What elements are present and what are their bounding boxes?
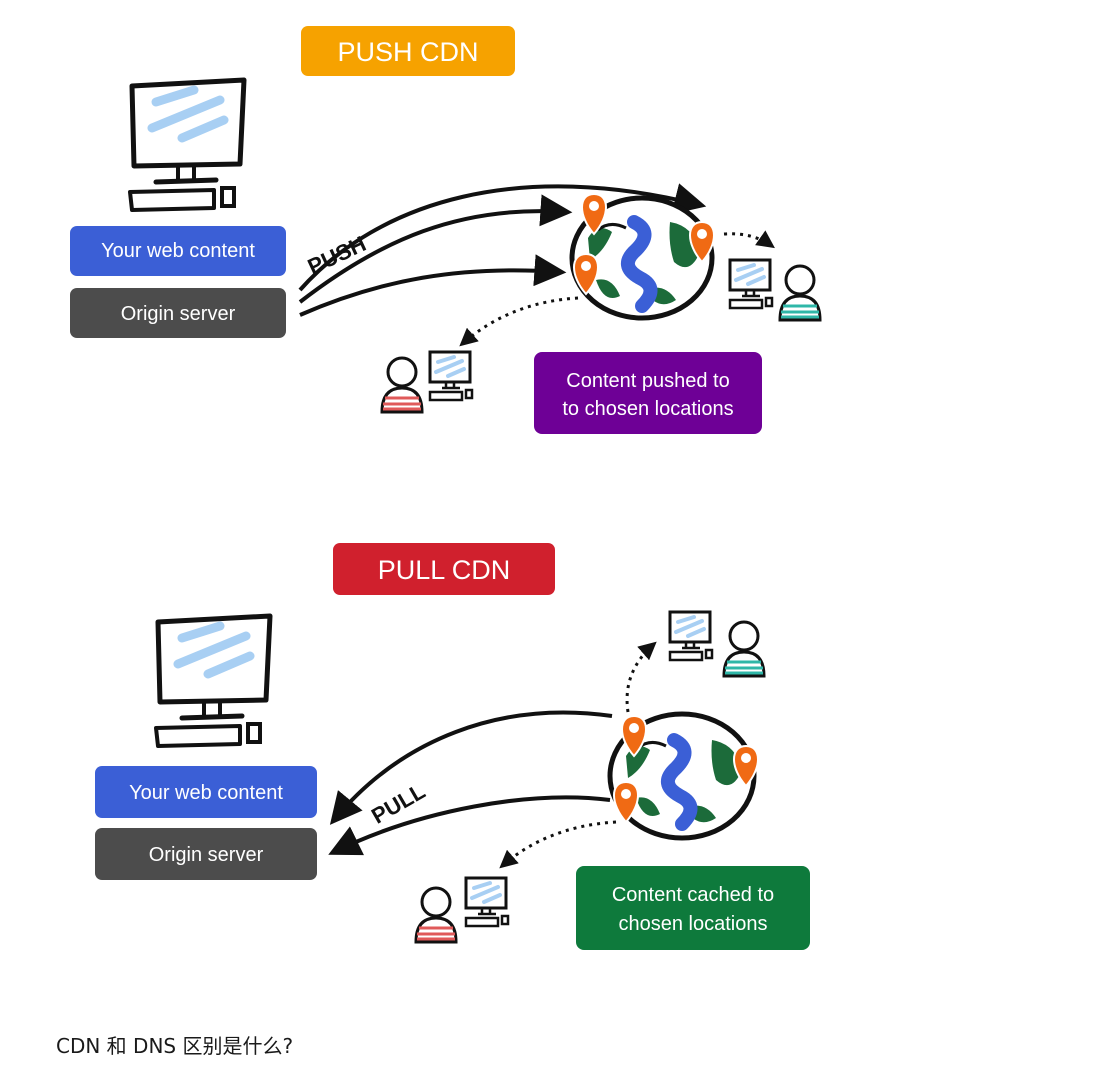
push-delivery-arrow-left [459,296,579,347]
push-globe-icon [569,195,715,321]
pull-note-line-1: Content cached to [612,884,774,906]
push-web-content-bg [70,226,286,276]
push-arrow-middle [298,194,573,304]
push-arrow-label: PUSH [304,231,370,279]
push-origin-bg [70,288,286,338]
pull-user-icon-left [414,886,458,944]
pull-arrow-bottom [328,795,611,856]
push-delivery-arrow-right [723,230,775,249]
pull-title-badge: PULL CDN [333,543,555,595]
push-user-icon-left [380,356,424,414]
push-title-bg [301,26,515,76]
push-web-content-badge: Your web content [70,226,286,276]
pull-user-computer-icon-left [464,876,510,928]
pull-delivery-arrow-up [625,641,657,713]
push-origin-badge: Origin server [70,288,286,338]
pull-origin-bg [95,828,317,880]
pull-user-icon-top [722,620,766,678]
pull-web-content-bg [95,766,317,818]
pull-origin-badge: Origin server [95,828,317,880]
push-title-badge: PUSH CDN [301,26,515,76]
pull-delivery-arrow-left [499,820,617,869]
cdn-diagram: PUSH CDN Your web content Origin server … [70,26,822,950]
push-user-computer-icon-right [728,258,774,310]
push-arrow-top [298,183,707,292]
push-origin-label: Origin server [121,303,236,325]
pull-arrow-top [329,710,613,825]
pull-section: PULL CDN Your web content Origin server … [95,543,810,950]
pull-origin-label: Origin server [149,844,264,866]
pull-user-computer-icon-top [668,610,714,662]
push-note-line-2: to chosen locations [562,398,733,420]
pull-title: PULL CDN [378,555,511,585]
pull-note-badge: Content cached to chosen locations [576,866,810,950]
push-arrow-bottom [299,254,567,317]
pull-web-content-label: Your web content [129,782,283,804]
pull-note-line-2: chosen locations [619,913,768,935]
push-note-badge: Content pushed to to chosen locations [534,352,762,434]
pull-title-bg [333,543,555,595]
push-note-line-1: Content pushed to [566,370,729,392]
push-title: PUSH CDN [337,37,478,67]
pull-web-content-badge: Your web content [95,766,317,818]
question-text: CDN 和 DNS 区别是什么? [56,1034,294,1058]
push-note-bg [534,352,762,434]
pull-origin-computer-icon [156,616,270,746]
origin-computer-icon [130,80,244,210]
push-web-content-label: Your web content [101,240,255,262]
push-user-computer-icon-left [428,350,474,402]
pull-note-bg [576,866,810,950]
push-section: PUSH CDN Your web content Origin server … [70,26,822,434]
push-user-icon-right [778,264,822,322]
